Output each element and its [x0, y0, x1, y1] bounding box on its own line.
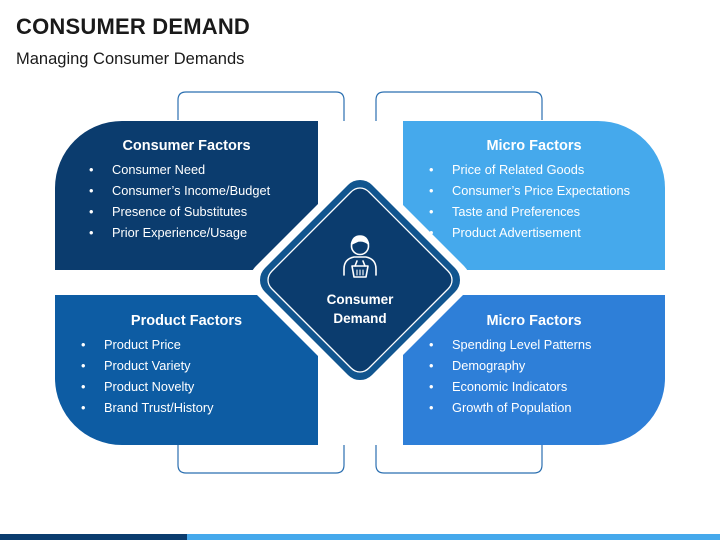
list-item: •Product Novelty	[81, 379, 195, 394]
box-title: Micro Factors	[486, 313, 582, 329]
box-title: Micro Factors	[486, 138, 582, 154]
center-diamond	[250, 170, 470, 390]
list-item: •Price of Related Goods	[429, 162, 585, 177]
factor-list: •Price of Related Goods •Consumer’s Pric…	[403, 159, 665, 243]
factor-list: •Consumer Need •Consumer’s Income/Budget…	[55, 159, 318, 243]
center-label-line-1: Consumer	[326, 292, 394, 307]
list-item: •Presence of Substitutes	[89, 204, 248, 219]
box-micro-factors-bottom: Micro Factors •Spending Level Patterns •…	[403, 313, 665, 418]
list-item: •Consumer’s Price Expectations	[429, 183, 631, 198]
connector-top-left	[177, 91, 345, 175]
center-label: Consumer Demand	[305, 290, 415, 328]
center-label-line-2: Demand	[333, 311, 387, 326]
list-item: •Product Variety	[81, 358, 191, 373]
list-item: •Demography	[429, 358, 526, 373]
page-subtitle: Managing Consumer Demands	[16, 50, 245, 68]
list-item: •Consumer’s Income/Budget	[89, 183, 271, 198]
list-item: •Spending Level Patterns	[429, 337, 592, 352]
box-title: Product Factors	[130, 313, 243, 329]
list-item: •Economic Indicators	[429, 379, 568, 394]
list-item: •Taste and Preferences	[429, 204, 581, 219]
factor-list: •Product Price •Product Variety •Product…	[55, 334, 318, 418]
connector-bottom-right	[375, 385, 543, 474]
box-micro-factors-top: Micro Factors •Price of Related Goods •C…	[403, 138, 665, 243]
list-item: •Brand Trust/History	[81, 400, 214, 415]
footer-bar-dark	[0, 534, 187, 540]
list-item: •Consumer Need	[89, 162, 206, 177]
person-with-basket-icon	[343, 235, 377, 278]
list-item: •Product Price	[81, 337, 181, 352]
connector-bottom-left	[177, 385, 345, 474]
list-item: •Prior Experience/Usage	[89, 225, 248, 240]
box-top-left-shape	[55, 121, 318, 270]
box-top-right-shape	[403, 121, 665, 270]
box-bottom-left-shape	[55, 295, 318, 445]
factor-list: •Spending Level Patterns •Demography •Ec…	[403, 334, 665, 418]
connector-top-right	[375, 91, 543, 175]
box-product-factors: Product Factors •Product Price •Product …	[55, 313, 318, 418]
footer-bar-light	[187, 534, 720, 540]
list-item: •Growth of Population	[429, 400, 572, 415]
page-title: CONSUMER DEMAND	[16, 14, 250, 39]
list-item: •Product Advertisement	[429, 225, 581, 240]
box-title: Consumer Factors	[122, 138, 251, 154]
box-consumer-factors: Consumer Factors •Consumer Need •Consume…	[55, 138, 318, 243]
box-bottom-right-shape	[403, 295, 665, 445]
connector-lines	[177, 91, 543, 474]
